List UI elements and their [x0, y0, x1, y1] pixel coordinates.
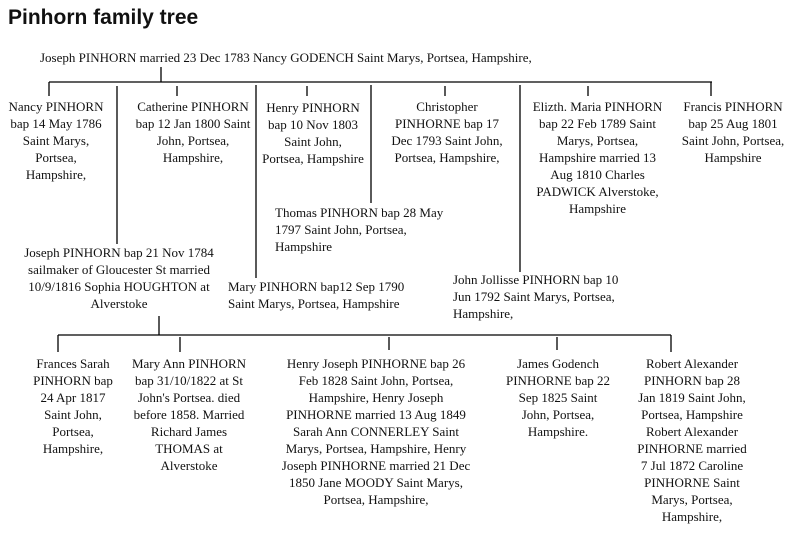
person-henry: Henry PINHORN bap 10 Nov 1803 Saint John…	[262, 100, 364, 166]
person-james-godench: James Godench PINHORNE bap 22 Sep 1825 S…	[506, 356, 610, 439]
root-couple: Joseph PINHORN married 23 Dec 1783 Nancy…	[40, 50, 532, 65]
person-nancy: Nancy PINHORN bap 14 May 1786 Saint Mary…	[8, 99, 104, 182]
person-henry-joseph: Henry Joseph PINHORNE bap 26 Feb 1828 Sa…	[281, 356, 471, 507]
page-title: Pinhorn family tree	[8, 6, 199, 29]
person-mary: Mary PINHORN bap12 Sep 1790 Saint Marys,…	[228, 279, 405, 311]
person-thomas: Thomas PINHORN bap 28 May 1797 Saint Joh…	[275, 205, 444, 254]
person-frances-sarah: Frances Sarah PINHORN bap 24 Apr 1817 Sa…	[33, 356, 113, 456]
person-christopher: Christopher PINHORNE bap 17 Dec 1793 Sai…	[391, 99, 503, 165]
person-elizth-maria: Elizth. Maria PINHORN bap 22 Feb 1789 Sa…	[532, 99, 663, 216]
person-joseph: Joseph PINHORN bap 21 Nov 1784 sailmaker…	[24, 245, 214, 311]
person-francis: Francis PINHORN bap 25 Aug 1801 Saint Jo…	[681, 99, 785, 165]
person-mary-ann: Mary Ann PINHORN bap 31/10/1822 at St Jo…	[131, 356, 247, 473]
person-robert-alexander: Robert Alexander PINHORN bap 28 Jan 1819…	[637, 356, 747, 524]
person-john-jollisse: John Jollisse PINHORN bap 10 Jun 1792 Sa…	[453, 272, 619, 321]
person-catherine: Catherine PINHORN bap 12 Jan 1800 Saint …	[135, 99, 251, 165]
